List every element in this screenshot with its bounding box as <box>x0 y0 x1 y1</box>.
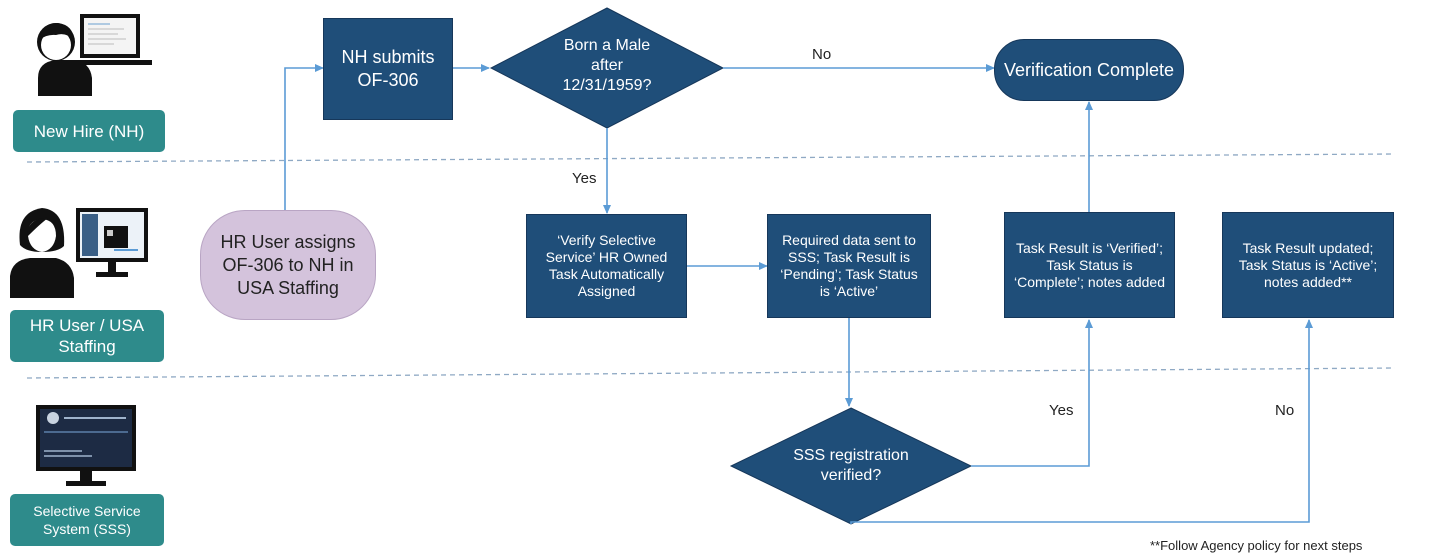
edge-hr-to-submit <box>284 64 324 210</box>
lane-divider <box>26 367 1396 379</box>
person-laptop-icon <box>37 14 152 96</box>
node-sss-verified-label: SSS registration verified? <box>793 447 909 484</box>
person-monitor-icon <box>10 208 148 298</box>
edge-label-sss-no: No <box>1275 402 1295 419</box>
edge-label-sss-yes: Yes <box>1049 402 1074 419</box>
node-verify-task: ‘Verify Selective Service’ HR Owned Task… <box>526 214 687 318</box>
node-task-updated: Task Result updated; Task Status is ‘Act… <box>1222 212 1394 318</box>
monitor-icon <box>36 405 136 486</box>
node-nh-submits: NH submits OF-306 <box>323 18 453 120</box>
edge-sss-no <box>850 319 1313 524</box>
node-task-verified: Task Result is ‘Verified’; Task Status i… <box>1004 212 1175 318</box>
edge-label-born-no: No <box>812 46 832 63</box>
lane-divider <box>26 153 1396 163</box>
footnote: **Follow Agency policy for next steps <box>1150 538 1363 553</box>
lane-label-hr-user: HR User / USA Staffing <box>10 310 164 362</box>
lane-label-sss: Selective Service System (SSS) <box>10 494 164 546</box>
node-required-data: Required data sent to SSS; Task Result i… <box>767 214 931 318</box>
node-hr-assigns: HR User assigns OF-306 to NH in USA Staf… <box>200 210 376 320</box>
node-verification-complete: Verification Complete <box>994 39 1184 101</box>
edge-sss-yes <box>971 319 1093 467</box>
edge-label-born-yes: Yes <box>572 170 597 187</box>
node-born-male-label: Born a Male after 12/31/1959? <box>562 37 652 94</box>
lane-label-new-hire: New Hire (NH) <box>13 110 165 152</box>
